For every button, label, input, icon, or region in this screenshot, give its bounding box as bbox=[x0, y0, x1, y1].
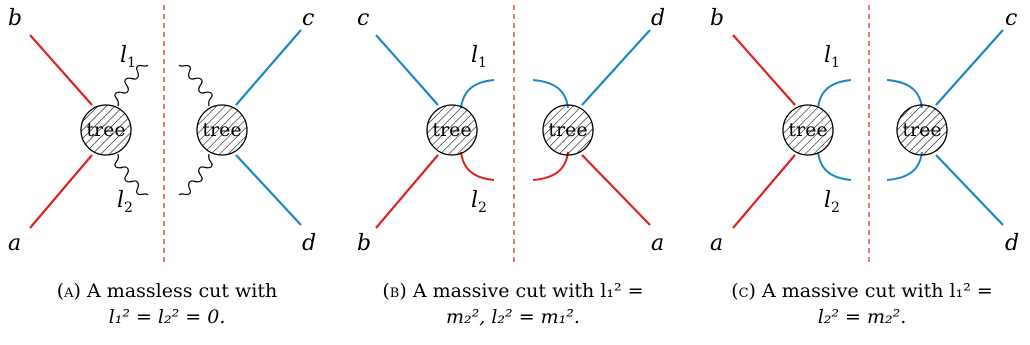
loop-l2-right bbox=[532, 151, 569, 181]
tree-blob-left bbox=[426, 104, 478, 156]
leg-b-red bbox=[375, 154, 439, 229]
panel-c: tree tree b a c d l1 l2 bbox=[710, 5, 1019, 262]
label-l2: l2 bbox=[117, 188, 133, 216]
leg-c-blue bbox=[935, 29, 1004, 106]
tree-label-right: tree bbox=[202, 119, 241, 141]
caption-b-tag: (b) bbox=[382, 280, 407, 302]
label-top-right: c bbox=[1005, 6, 1017, 31]
panel-a: tree tree b a c d l1 l2 bbox=[8, 5, 316, 262]
caption-c-line1: (c) A massive cut with l₁² = bbox=[696, 278, 1028, 304]
loop-l1-left bbox=[460, 79, 495, 109]
caption-b: (b) A massive cut with l₁² = m₂², l₂² = … bbox=[348, 278, 678, 330]
caption-c-text: A massive cut with l₁² = bbox=[762, 280, 993, 302]
loop-l1-right bbox=[886, 79, 923, 109]
leg-d-blue bbox=[581, 29, 651, 106]
caption-a-text: A massless cut with bbox=[87, 280, 278, 302]
label-bottom-left: a bbox=[710, 231, 723, 256]
tree-blob-right bbox=[196, 104, 248, 156]
label-l2: l2 bbox=[824, 188, 840, 216]
caption-a-line2: l₁² = l₂² = 0. bbox=[108, 306, 226, 328]
tree-label-left: tree bbox=[432, 119, 471, 141]
label-bottom-left: b bbox=[357, 231, 371, 256]
leg-d-blue bbox=[235, 154, 302, 226]
loop-l2-right bbox=[886, 151, 923, 181]
label-bottom-right: a bbox=[651, 231, 664, 256]
gluon-l1-left bbox=[114, 64, 149, 107]
gluon-l1-right bbox=[178, 64, 213, 107]
caption-a-tag: (a) bbox=[56, 280, 81, 302]
label-l1: l1 bbox=[471, 43, 487, 71]
caption-a: (a) A massless cut with l₁² = l₂² = 0. bbox=[2, 278, 332, 330]
leg-a-red bbox=[732, 154, 796, 229]
label-top-left: b bbox=[710, 6, 724, 31]
label-top-left: c bbox=[357, 6, 369, 31]
tree-label-left: tree bbox=[788, 119, 827, 141]
caption-b-line1: (b) A massive cut with l₁² = bbox=[348, 278, 678, 304]
caption-b-text: A massive cut with l₁² = bbox=[412, 280, 644, 302]
leg-c-blue bbox=[235, 29, 302, 106]
feynman-cut-diagrams: tree tree b a c d l1 l2 tree tree c bbox=[8, 5, 1019, 262]
leg-d-blue bbox=[935, 154, 1004, 226]
tree-blob-right bbox=[542, 104, 594, 156]
label-bottom-right: d bbox=[1005, 231, 1019, 256]
loop-l2-left bbox=[460, 151, 495, 181]
tree-label-right: tree bbox=[548, 119, 587, 141]
tree-blob-left bbox=[782, 104, 834, 156]
leg-b-red bbox=[29, 34, 93, 106]
tree-blob-right bbox=[896, 104, 948, 156]
label-top-left: b bbox=[8, 6, 22, 31]
tree-label-right: tree bbox=[902, 119, 941, 141]
leg-b-red bbox=[732, 34, 796, 106]
gluon-l2-left bbox=[114, 153, 149, 196]
label-l1: l1 bbox=[824, 43, 840, 71]
caption-c-line2: l₂² = m₂². bbox=[817, 306, 907, 328]
leg-c-blue bbox=[375, 34, 439, 106]
leg-a-red bbox=[29, 154, 93, 229]
loop-l2-left bbox=[817, 151, 852, 181]
gluon-l2-right bbox=[178, 153, 213, 196]
label-bottom-left: a bbox=[8, 231, 21, 256]
label-top-right: c bbox=[302, 6, 314, 31]
label-bottom-right: d bbox=[302, 231, 316, 256]
caption-c-tag: (c) bbox=[731, 280, 756, 302]
loop-l1-right bbox=[532, 79, 569, 109]
label-l1: l1 bbox=[120, 43, 136, 71]
caption-b-line2: m₂², l₂² = m₁². bbox=[446, 306, 580, 328]
caption-c: (c) A massive cut with l₁² = l₂² = m₂². bbox=[696, 278, 1028, 330]
caption-a-line1: (a) A massless cut with bbox=[2, 278, 332, 304]
leg-a-red bbox=[581, 154, 651, 226]
tree-label-left: tree bbox=[86, 119, 125, 141]
tree-blob-left bbox=[80, 104, 132, 156]
loop-l1-left bbox=[817, 79, 852, 109]
panel-b: tree tree c b d a l1 l2 bbox=[357, 5, 665, 262]
label-top-right: d bbox=[651, 6, 665, 31]
label-l2: l2 bbox=[471, 188, 487, 216]
